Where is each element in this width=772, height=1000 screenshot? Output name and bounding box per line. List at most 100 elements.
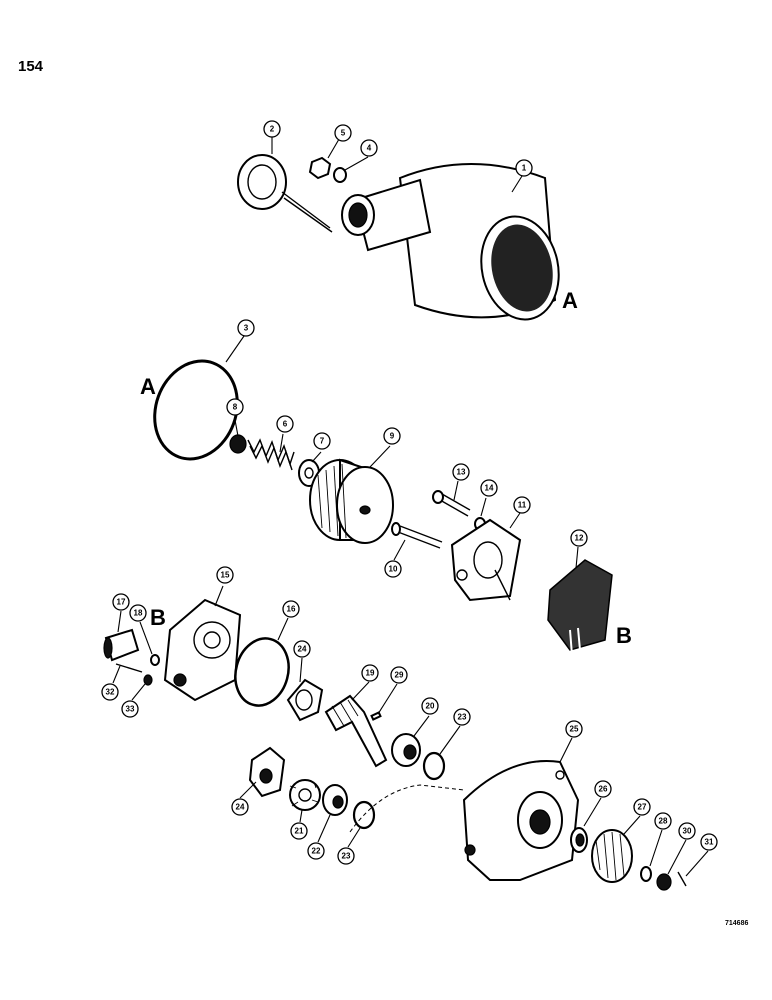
assembly-dashed-line (349, 784, 465, 833)
svg-text:11: 11 (518, 501, 527, 510)
callout-17: 17 (112, 593, 130, 611)
svg-text:4: 4 (367, 144, 372, 153)
letter-b-left: B (150, 605, 166, 630)
callout-9: 9 (383, 427, 401, 445)
part-9-filter (309, 458, 394, 544)
callout-30: 30 (678, 822, 696, 840)
svg-text:15: 15 (221, 571, 230, 580)
callout-7: 7 (313, 432, 331, 450)
callout-33: 33 (121, 700, 139, 718)
part-1-reservoir (341, 163, 560, 321)
svg-text:9: 9 (390, 432, 395, 441)
svg-text:8: 8 (233, 403, 238, 412)
page-number: 154 (18, 58, 44, 75)
callout-22: 22 (307, 842, 325, 860)
callout-32: 32 (101, 683, 119, 701)
svg-text:3: 3 (244, 324, 249, 333)
svg-text:1: 1 (522, 164, 527, 173)
part-32-bolt (115, 663, 143, 673)
part-23-o-ring-lower (352, 800, 376, 830)
callout-14: 14 (480, 479, 498, 497)
part-28-washer (640, 866, 652, 882)
part-24-bushing-lower (248, 746, 286, 798)
svg-text:2: 2 (270, 125, 275, 134)
svg-text:19: 19 (366, 669, 375, 678)
callout-5: 5 (334, 124, 352, 142)
callout-13: 13 (452, 463, 470, 481)
part-15-pump-plate (163, 598, 242, 702)
part-22-bushing (322, 784, 348, 816)
callout-12: 12 (570, 529, 588, 547)
part-20-bushing (391, 733, 421, 767)
part-4-washer (333, 167, 347, 183)
part-31-cotter-pin (677, 871, 687, 887)
part-6-spring (247, 438, 295, 471)
part-19-gear-shaft (324, 694, 388, 768)
callout-21: 21 (290, 822, 308, 840)
part-12-gasket (547, 559, 613, 656)
part-23-o-ring-upper (422, 751, 446, 781)
callout-1: 1 (515, 159, 533, 177)
part-2-filler-cap (237, 154, 333, 233)
callout-3: 3 (237, 319, 255, 337)
letter-b-right: B (616, 623, 632, 648)
callout-6: 6 (276, 415, 294, 433)
svg-text:13: 13 (457, 468, 466, 477)
part-24-bushing-upper (286, 678, 324, 722)
svg-text:29: 29 (395, 671, 404, 680)
letter-a-lower: A (140, 374, 156, 399)
svg-text:16: 16 (287, 605, 296, 614)
callout-27: 27 (633, 798, 651, 816)
part-18-washer (150, 654, 160, 666)
callout-29: 29 (390, 666, 408, 684)
svg-text:27: 27 (638, 803, 647, 812)
callout-23-lower: 23 (337, 847, 355, 865)
svg-text:28: 28 (659, 817, 668, 826)
callout-19: 19 (361, 664, 379, 682)
svg-text:20: 20 (426, 702, 435, 711)
svg-text:23: 23 (342, 852, 351, 861)
svg-text:23: 23 (458, 713, 467, 722)
svg-text:33: 33 (126, 705, 135, 714)
part-8-nut (229, 434, 247, 454)
callout-24-upper: 24 (293, 640, 311, 658)
part-33-washer (143, 674, 153, 686)
callout-8: 8 (226, 398, 244, 416)
svg-text:17: 17 (117, 598, 126, 607)
part-30-nut (656, 873, 672, 891)
callout-28: 28 (654, 812, 672, 830)
callout-18: 18 (129, 604, 147, 622)
callout-10: 10 (384, 560, 402, 578)
callout-15: 15 (216, 566, 234, 584)
svg-text:22: 22 (312, 847, 321, 856)
drawing-code: 714686 (725, 920, 749, 927)
part-26-seal (570, 827, 588, 853)
part-11-cover (450, 518, 522, 602)
part-29-key (370, 711, 382, 721)
callout-24-lower: 24 (231, 798, 249, 816)
part-13-bolt (432, 490, 471, 517)
callout-16: 16 (282, 600, 300, 618)
svg-text:10: 10 (389, 565, 398, 574)
svg-text:12: 12 (575, 534, 584, 543)
svg-text:24: 24 (298, 645, 307, 654)
callout-2: 2 (263, 120, 281, 138)
part-27-drive-gear (591, 829, 633, 883)
part-17-fitting (103, 628, 140, 662)
svg-text:32: 32 (106, 688, 115, 697)
callout-11: 11 (513, 496, 531, 514)
svg-text:30: 30 (683, 827, 692, 836)
callout-4: 4 (360, 139, 378, 157)
svg-text:14: 14 (485, 484, 494, 493)
svg-text:24: 24 (236, 803, 245, 812)
letter-a-upper: A (562, 288, 578, 313)
part-3-gasket (153, 359, 239, 461)
svg-text:31: 31 (705, 838, 714, 847)
svg-text:25: 25 (570, 725, 579, 734)
callout-31: 31 (700, 833, 718, 851)
callout-25: 25 (565, 720, 583, 738)
part-16-o-ring (234, 637, 290, 707)
part-25-pump-body (462, 760, 580, 881)
svg-text:18: 18 (134, 609, 143, 618)
